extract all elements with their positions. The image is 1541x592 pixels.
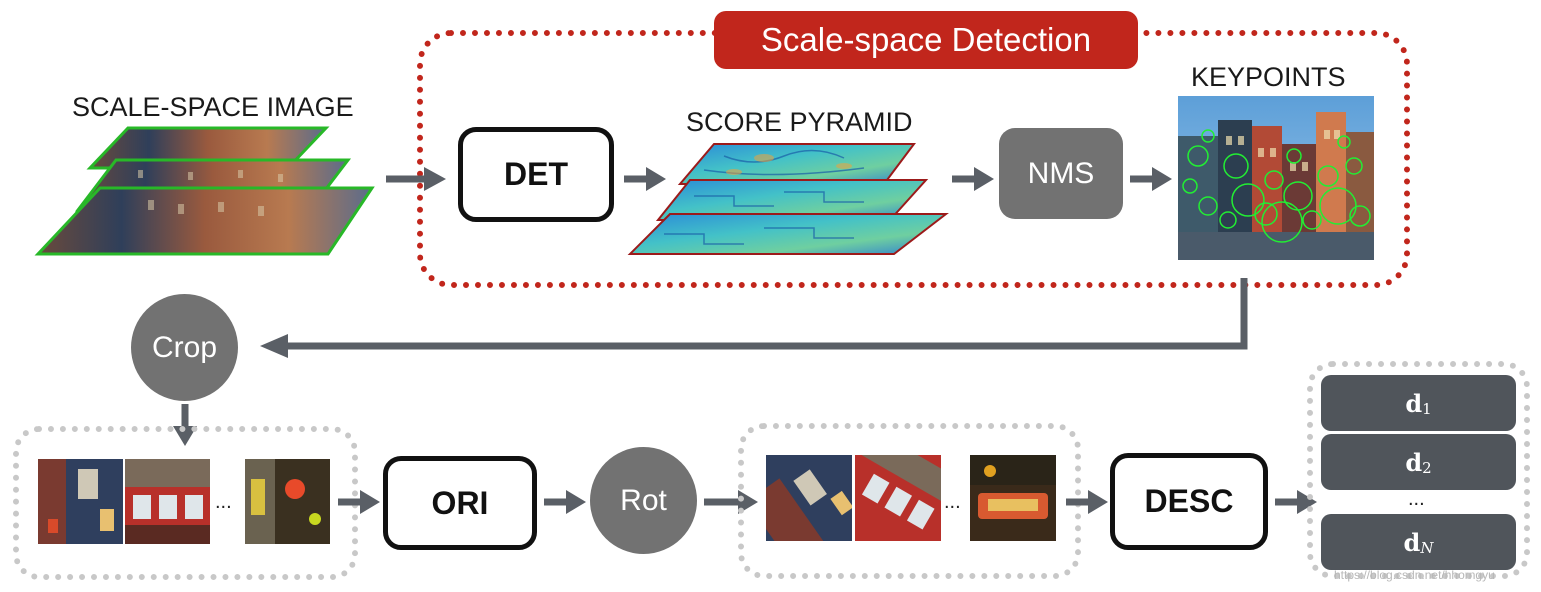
- descriptor-d1-base: d: [1405, 388, 1423, 418]
- descriptor-d2-sub: 2: [1422, 459, 1432, 477]
- arrow-stack-to-det: [386, 167, 446, 191]
- cropped-patch-n: [245, 459, 330, 544]
- watermark: https://blog.csdn.net/hhorngyu: [1334, 568, 1495, 582]
- cropped-patches-ellipsis: ...: [215, 491, 232, 513]
- arrow-patches-to-ori: [338, 490, 380, 514]
- scale-space-detection-title: Scale-space Detection: [714, 11, 1138, 69]
- descriptors-group: [1307, 361, 1530, 579]
- descriptor-d2-base: d: [1405, 447, 1423, 477]
- keypoints-label: KEYPOINTS: [1191, 62, 1346, 92]
- arrow-det-to-pyramid: [624, 167, 666, 191]
- score-pyramid-label: SCORE PYRAMID: [686, 107, 913, 137]
- rotated-patch-n: [970, 455, 1056, 541]
- scale-space-image-stack: [34, 126, 375, 256]
- cropped-patch-1: [38, 459, 123, 544]
- cropped-patch-2: [125, 459, 210, 544]
- arrow-ori-to-rot: [544, 490, 586, 514]
- rot-node[interactable]: Rot: [590, 447, 697, 554]
- rotated-patch-1: [766, 455, 852, 541]
- descriptors-ellipsis: ...: [1408, 488, 1425, 510]
- ori-block[interactable]: ORI: [383, 456, 537, 550]
- score-layer-3: [677, 143, 916, 185]
- desc-block[interactable]: DESC: [1110, 453, 1268, 550]
- descriptor-dn-base: d: [1403, 527, 1421, 557]
- arrow-nms-to-keypoints: [1130, 167, 1172, 191]
- descriptor-dn-sub: N: [1420, 539, 1434, 557]
- descriptor-d1-sub: 1: [1422, 400, 1432, 418]
- score-pyramid-stack: [627, 143, 949, 255]
- det-block[interactable]: DET: [458, 127, 614, 222]
- keypoints-image: [1178, 96, 1374, 260]
- crop-node[interactable]: Crop: [131, 294, 238, 401]
- arrow-pyramid-to-nms: [952, 167, 994, 191]
- rotated-patches-ellipsis: ...: [944, 491, 961, 513]
- arrow-keypoints-to-crop: [260, 278, 1248, 358]
- scale-space-image-label: SCALE-SPACE IMAGE: [72, 92, 354, 122]
- scale-layer-1: [34, 186, 375, 256]
- nms-block[interactable]: NMS: [999, 128, 1123, 219]
- rotated-patch-2: [855, 455, 941, 541]
- arrow-rotated-patches-to-desc: [1066, 490, 1108, 514]
